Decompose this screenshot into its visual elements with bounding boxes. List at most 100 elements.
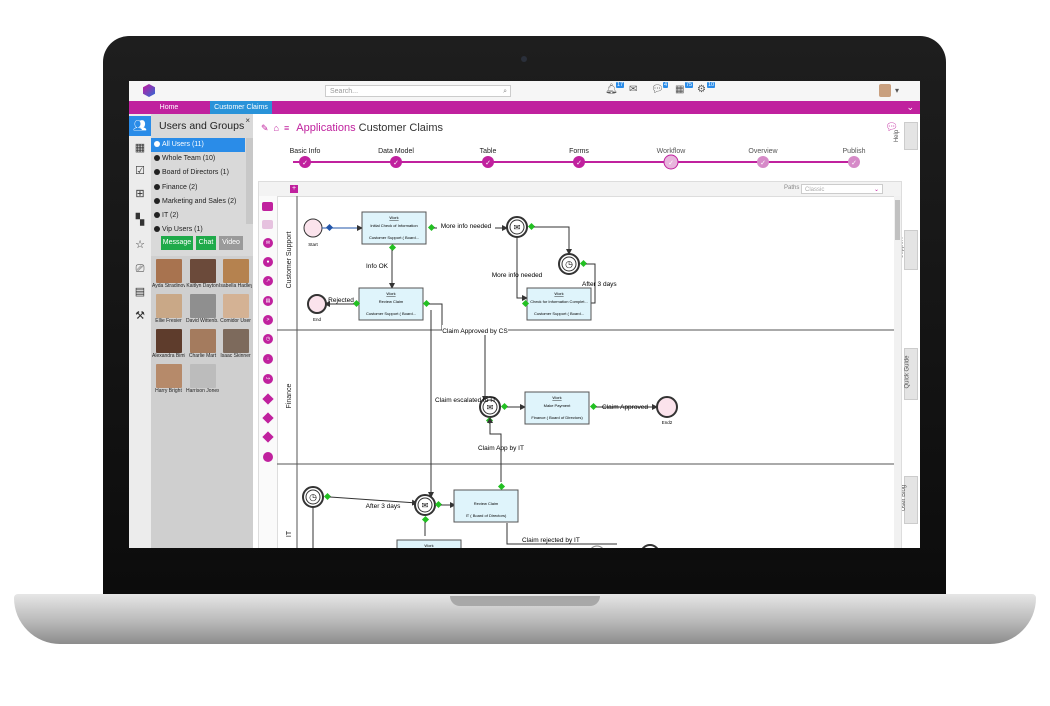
groups-scrollbar[interactable] bbox=[246, 138, 253, 224]
timer-event[interactable]: ◷ bbox=[302, 486, 324, 508]
palette-exclusive-gateway-icon[interactable] bbox=[262, 431, 274, 443]
edit-icon[interactable]: ✎ bbox=[261, 123, 269, 133]
palette-gateway-icon[interactable] bbox=[262, 393, 274, 405]
user-card[interactable]: Comidor User bbox=[219, 294, 252, 324]
wizard-step-active[interactable]: Workflow ✓ bbox=[657, 148, 687, 170]
users-icon[interactable]: 👥︎ bbox=[129, 116, 151, 136]
task-initial-check[interactable]: Work Initial Check of Information Custom… bbox=[361, 211, 427, 245]
user-blog-tab[interactable]: User Blog bbox=[901, 476, 918, 524]
app-logo-icon[interactable] bbox=[143, 84, 155, 97]
help-tab[interactable]: Help bbox=[894, 122, 918, 150]
wizard-step[interactable]: Table ✓ bbox=[480, 148, 497, 168]
calendar-icon[interactable]: ▦ bbox=[134, 142, 146, 154]
group-item[interactable]: Marketing and Sales (2) bbox=[151, 195, 245, 209]
palette-code-icon[interactable]: > bbox=[263, 315, 273, 325]
user-card[interactable]: Isaac Skinner bbox=[219, 329, 252, 359]
start-event[interactable]: Start bbox=[303, 218, 323, 247]
group-item[interactable]: IT (2) bbox=[151, 209, 245, 223]
palette-subprocess-icon[interactable] bbox=[262, 220, 273, 229]
search-input[interactable]: Search... ⌕ bbox=[325, 85, 511, 97]
apps-grid-icon[interactable]: ▚ bbox=[135, 214, 145, 226]
task-check-completeness[interactable]: Work Check for Information Complet... Cu… bbox=[526, 287, 592, 321]
chevron-down-icon[interactable]: ⌄ bbox=[906, 102, 914, 112]
event-partial[interactable] bbox=[641, 544, 659, 548]
star-icon[interactable]: ☆ bbox=[135, 239, 145, 251]
group-item[interactable]: Finance (2) bbox=[151, 181, 245, 195]
breadcrumb-section[interactable]: Applications bbox=[296, 122, 356, 134]
monitor-icon[interactable]: ⎚ bbox=[135, 263, 145, 275]
bell-icon[interactable]: 🔔︎ bbox=[605, 84, 618, 95]
palette-timer-icon[interactable]: ◷ bbox=[263, 334, 273, 344]
sequence-flow[interactable] bbox=[329, 496, 418, 506]
palette-end-event-icon[interactable] bbox=[263, 452, 273, 462]
group-item[interactable]: Board of Directors (1) bbox=[151, 166, 245, 180]
calendar-icon[interactable]: ▦ bbox=[675, 84, 685, 95]
tools-icon[interactable]: ⚒ bbox=[135, 310, 145, 322]
wizard-step[interactable]: Data Model ✓ bbox=[378, 148, 414, 168]
palette-download-icon[interactable]: ↓ bbox=[263, 354, 273, 364]
sequence-flow[interactable] bbox=[487, 417, 502, 482]
task-review-claim-cs[interactable]: Work Review Claim Customer Support ( Boa… bbox=[358, 287, 424, 321]
message-event[interactable]: ✉ bbox=[506, 216, 528, 238]
quick-guide-tab[interactable]: Quick Guide bbox=[904, 348, 918, 400]
comments-icon[interactable]: 💬︎ bbox=[885, 122, 898, 133]
message-button[interactable]: Message bbox=[161, 236, 193, 250]
user-card[interactable]: Charlie Mart bbox=[186, 329, 219, 359]
palette-task-icon[interactable] bbox=[262, 202, 273, 211]
tab-home[interactable]: Home bbox=[159, 104, 179, 111]
message-event[interactable]: ✉ bbox=[414, 494, 436, 516]
palette-doc-icon[interactable]: ▤ bbox=[263, 296, 273, 306]
menu-icon[interactable]: ≡ bbox=[283, 123, 290, 133]
user-card[interactable]: Ellie Fresier bbox=[152, 294, 185, 324]
user-card[interactable]: Alexandra Bimle... bbox=[152, 329, 185, 359]
sequence-flow[interactable] bbox=[534, 226, 572, 255]
gear-icon[interactable]: ⚙ bbox=[697, 84, 706, 95]
workflow-diagram[interactable]: + Paths Classic⌄ ✉ ● ↗ ▤ > ◷ ↓ ↪ bbox=[258, 181, 902, 548]
chart-icon[interactable]: ▤ bbox=[134, 286, 146, 298]
video-button[interactable]: Video bbox=[219, 236, 243, 250]
user-card[interactable]: Ayda Stradinov... bbox=[152, 259, 185, 289]
wizard-step[interactable]: Basic Info ✓ bbox=[290, 148, 321, 168]
palette-bell-icon[interactable]: ● bbox=[263, 257, 273, 267]
tab-customer-claims[interactable]: Customer Claims bbox=[210, 101, 272, 114]
user-card[interactable]: Harrison Jones bbox=[186, 364, 219, 394]
palette-parallel-gateway-icon[interactable] bbox=[262, 412, 274, 424]
wizard-step[interactable]: Forms ✓ bbox=[569, 148, 589, 168]
paths-select[interactable]: Classic⌄ bbox=[801, 184, 883, 194]
support-tab[interactable]: Support bbox=[899, 230, 918, 270]
checkbox-icon[interactable]: ☑ bbox=[135, 165, 145, 177]
task-review-claim-it[interactable]: Review Claim IT ( Board of Directors) bbox=[453, 489, 519, 523]
add-lane-button[interactable]: + bbox=[290, 185, 298, 193]
sequence-flow[interactable] bbox=[429, 303, 488, 402]
group-item[interactable]: Whole Team (10) bbox=[151, 152, 245, 166]
chat-icon[interactable]: 💬︎ bbox=[651, 84, 664, 95]
timer-event[interactable]: ◷ bbox=[558, 253, 580, 275]
user-card[interactable]: David Wittenb... bbox=[186, 294, 219, 324]
task-make-payment[interactable]: Work Make Payment Finance ( Board of Dir… bbox=[524, 391, 590, 425]
diagram-scrollbar[interactable] bbox=[894, 196, 901, 548]
chevron-down-icon[interactable]: ▾ bbox=[895, 86, 900, 95]
user-avatar[interactable] bbox=[879, 84, 891, 97]
user-card[interactable]: Kaitlyn Dayton bbox=[186, 259, 219, 289]
event-partial[interactable] bbox=[589, 545, 605, 548]
task-partial[interactable]: Work bbox=[396, 539, 462, 548]
message-event[interactable]: ✉ bbox=[479, 396, 501, 418]
sequence-flow[interactable] bbox=[506, 523, 617, 545]
group-item[interactable]: All Users (11) bbox=[151, 138, 245, 153]
group-item[interactable]: Vip Users (1) bbox=[151, 223, 245, 237]
close-icon[interactable]: × bbox=[245, 116, 250, 125]
search-icon[interactable]: ⌕ bbox=[503, 88, 507, 95]
palette-share-icon[interactable]: ↗ bbox=[263, 276, 273, 286]
sequence-flow[interactable] bbox=[516, 237, 528, 301]
wizard-step[interactable]: Publish ✓ bbox=[843, 148, 866, 168]
scroll-thumb[interactable] bbox=[895, 200, 900, 240]
user-card[interactable]: Harry Bright bbox=[152, 364, 185, 394]
end-event[interactable]: End bbox=[307, 294, 327, 322]
home-icon[interactable]: ⌂ bbox=[273, 123, 279, 133]
palette-mail-icon[interactable]: ✉ bbox=[263, 238, 273, 248]
end-event[interactable]: End2 bbox=[656, 396, 678, 425]
wizard-step[interactable]: Overview ✓ bbox=[748, 148, 779, 168]
user-card[interactable]: Isabella Hadley bbox=[219, 259, 252, 289]
palette-link-icon[interactable]: ↪ bbox=[263, 374, 273, 384]
mail-icon[interactable]: ✉ bbox=[629, 84, 638, 95]
